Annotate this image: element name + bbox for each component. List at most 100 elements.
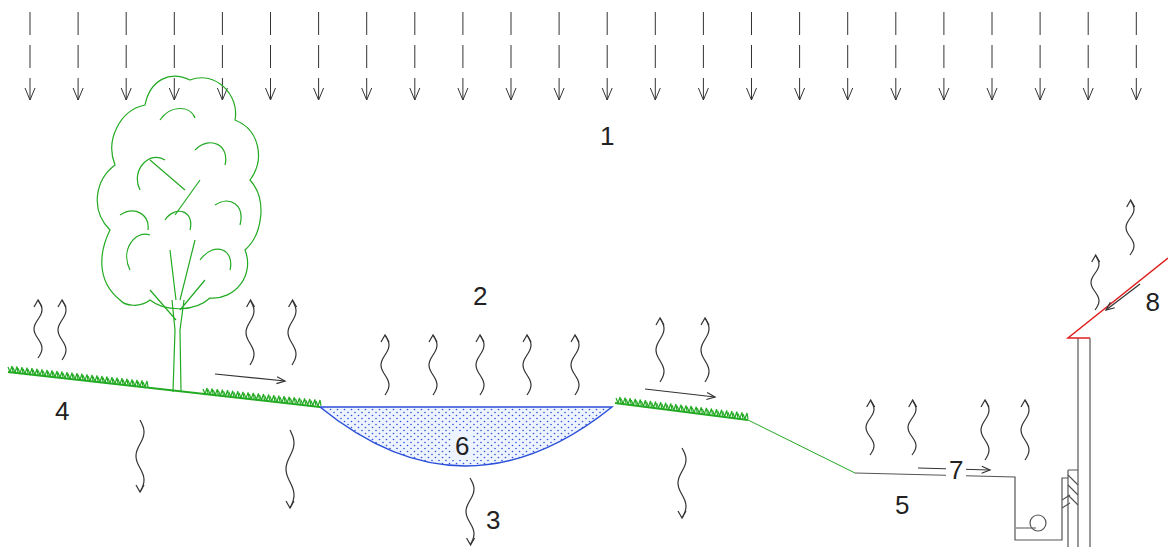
grass-tuft [63,372,68,378]
arrowhead [706,393,715,400]
grass-tuft [93,375,98,381]
wavy-arrow [981,400,989,460]
grass-tuft [636,400,641,406]
arrowhead [506,88,516,100]
grass-tuft [249,393,254,399]
arrowhead [867,400,875,407]
grass-tuft [311,399,316,405]
grass-tuft [88,375,93,381]
callout-number: 6 [452,432,472,460]
arrowhead [982,466,990,473]
arrowhead [698,88,708,100]
grass-tuft [280,396,285,402]
grass-tuft [682,405,687,411]
rain-arrow [462,12,463,100]
grass-tuft [28,368,33,374]
pond [320,407,612,466]
grass-tuft [621,398,626,404]
wavy-arrow [523,335,531,395]
grass-tuft [713,409,718,415]
arrowhead [909,400,917,407]
arrowhead [1083,88,1093,100]
arrowhead [1131,88,1141,100]
grass-tuft [143,381,148,387]
runoff-arrow [645,389,715,397]
arrowhead [554,88,564,100]
grass-tuft [728,411,733,417]
grass-tuft [254,393,259,399]
callout-number: 8 [1143,288,1163,316]
arrowhead [843,88,853,100]
wavy-arrow [1021,400,1029,460]
grass [8,366,748,419]
arrowhead [981,400,989,407]
arrowhead [523,335,531,342]
grass-tuft [733,412,738,418]
grass-tuft [128,379,133,385]
grass-tuft [626,398,631,404]
grass-tuft [68,373,73,379]
grass-tuft [306,399,311,405]
rain-arrow [366,12,367,100]
rain-arrow [78,12,79,100]
rain-arrow [270,12,271,100]
wavy-arrow [476,335,484,395]
grass-tuft [667,403,672,409]
grass-tuft [23,368,28,374]
arrowhead [381,335,389,342]
grass-tuft [208,389,213,395]
runoff-arrow [1106,284,1140,310]
rain-arrow [174,12,175,100]
grass-tuft [718,410,723,416]
arrowhead [362,88,372,100]
wavy-arrow [571,335,579,395]
grass-tuft [616,397,621,403]
arrowhead [476,335,484,342]
grass-tuft [18,367,23,373]
arrowhead [276,377,285,384]
grass-tuft [33,369,38,375]
grass-tuft [723,410,728,416]
wavy-arrow [866,401,874,455]
callout-number: 1 [597,122,617,150]
grass-tuft [316,400,321,406]
grass-tuft [260,394,265,400]
grass-tuft [78,374,83,380]
grass-tuft [8,366,13,372]
tree [97,76,261,392]
arrowhead [747,88,757,100]
arrowhead [58,300,66,307]
grass-tuft [244,392,249,398]
grass-tuft [118,378,123,384]
rain-arrow [126,12,127,100]
grass-tuft [203,388,208,394]
grass-tuft [270,395,275,401]
rain-arrow [318,12,319,100]
grass-tuft [38,369,43,375]
callout-number: 4 [52,397,72,425]
grass-tuft [53,371,58,377]
rain-arrow [607,12,608,100]
grass-tuft [646,401,651,407]
grass-tuft [697,407,702,413]
grass-tuft [290,397,295,403]
rain-arrow [943,12,944,100]
wavy-arrow [286,430,294,508]
wavy-arrow [466,478,474,544]
rain-arrow [1040,12,1041,100]
rain-arrow [1088,12,1089,100]
grass-tuft [301,398,306,404]
arrowhead [121,88,131,100]
grass-tuft [98,376,103,382]
arrowhead [701,318,709,325]
wavy-arrow [429,335,437,395]
grass-tuft [631,399,636,405]
rain-arrow [511,12,512,100]
rain-arrow [703,12,704,100]
arrowhead [1127,200,1135,207]
grass-tuft [652,401,657,407]
grass-tuft [13,367,18,373]
arrowhead [467,538,475,545]
